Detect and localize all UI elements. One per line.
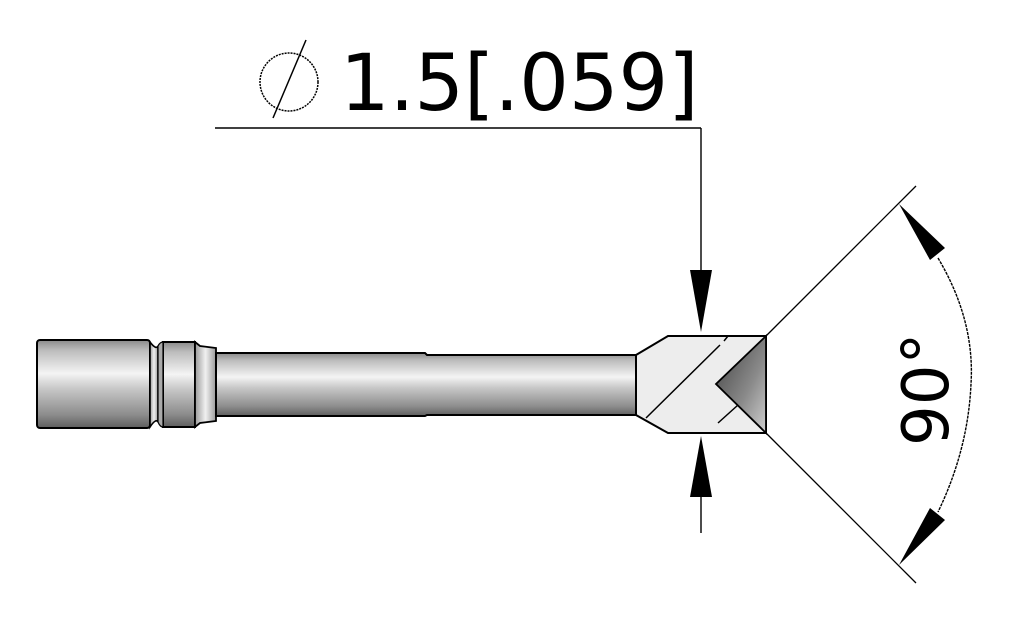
diameter-value-label: 1.5[.059] bbox=[340, 39, 699, 129]
angle-dimension: 90° bbox=[765, 185, 973, 584]
angle-arrow-top-icon bbox=[899, 204, 945, 260]
tip-head bbox=[635, 333, 767, 436]
tip-sleeve bbox=[36, 339, 217, 430]
angle-extension-line-top bbox=[765, 185, 917, 337]
angle-arc bbox=[937, 257, 973, 513]
arrow-down-icon bbox=[690, 270, 712, 332]
angle-arrow-bottom-icon bbox=[899, 508, 945, 565]
diameter-dimension: 1.5[.059] bbox=[215, 39, 712, 533]
tip-shaft bbox=[215, 352, 637, 417]
angle-value-label: 90° bbox=[890, 333, 964, 446]
angle-extension-line-bottom bbox=[765, 432, 917, 584]
diameter-symbol-icon bbox=[259, 39, 319, 119]
arrow-up-icon bbox=[690, 436, 712, 497]
